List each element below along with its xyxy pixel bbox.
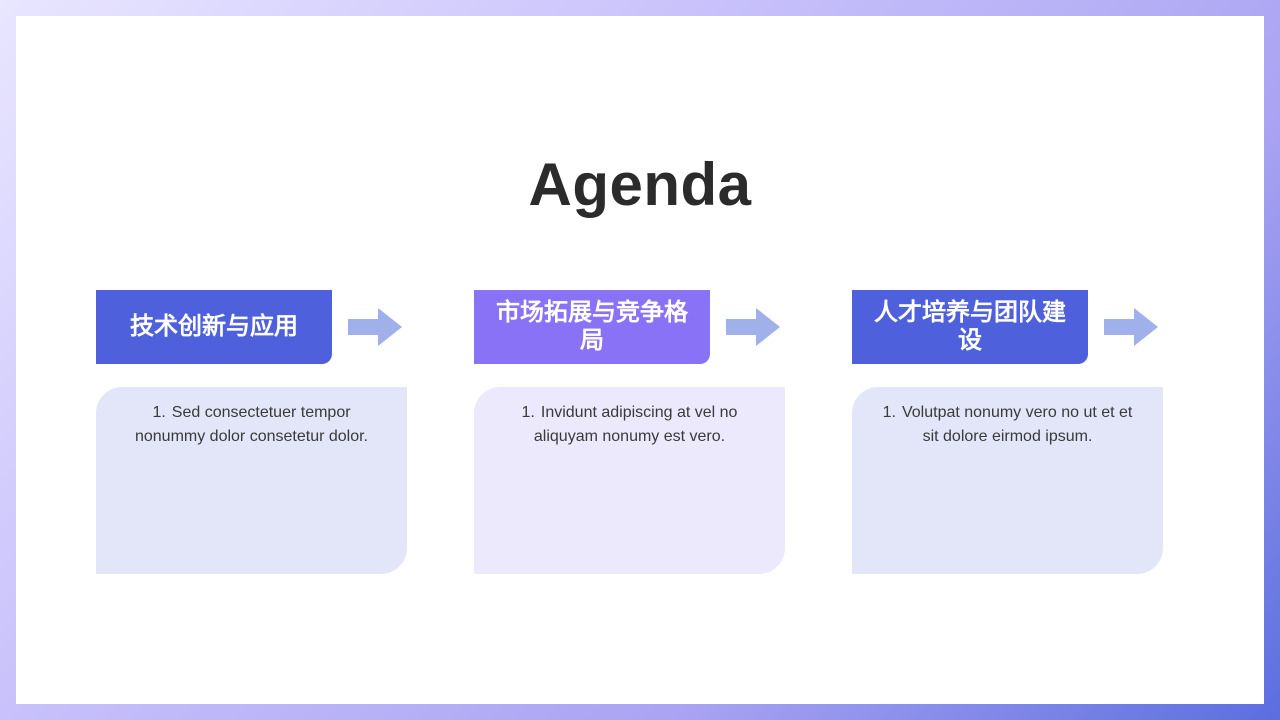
agenda-text: Sed consectetuer tempor nonummy dolor co… [134, 404, 368, 445]
agenda-heading: 市场拓展与竞争格局 [474, 290, 710, 364]
agenda-item-3: 人才培养与团队建设 1. Volutpat nonumy vero no ut e… [852, 290, 1164, 576]
agenda-item-1: 技术创新与应用 1.Sed consectetuer tempor nonumm… [96, 290, 408, 576]
agenda-text: Invidunt adipiscing at vel no aliquyam n… [533, 404, 738, 445]
agenda-text: Volutpat nonumy vero no ut et et sit dol… [901, 404, 1133, 445]
list-number: 1. [882, 404, 896, 421]
agenda-item-2: 市场拓展与竞争格局 1.Invidunt adipiscing at vel n… [474, 290, 786, 576]
agenda-card: 1.Sed consectetuer tempor nonummy dolor … [96, 387, 407, 574]
agenda-card-text: 1. Volutpat nonumy vero no ut et et sit d… [876, 401, 1139, 449]
agenda-card: 1. Volutpat nonumy vero no ut et et sit d… [852, 387, 1163, 574]
agenda-heading: 技术创新与应用 [96, 290, 332, 364]
arrow-right-icon [1104, 308, 1158, 346]
arrow-right-icon [726, 308, 780, 346]
list-number: 1. [152, 404, 166, 421]
agenda-heading: 人才培养与团队建设 [852, 290, 1088, 364]
agenda-card: 1.Invidunt adipiscing at vel no aliquyam… [474, 387, 785, 574]
agenda-card-text: 1.Sed consectetuer tempor nonummy dolor … [120, 401, 383, 449]
slide-title: Agenda [528, 151, 752, 218]
agenda-card-text: 1.Invidunt adipiscing at vel no aliquyam… [498, 401, 761, 449]
list-number: 1. [521, 404, 535, 421]
arrow-right-icon [348, 308, 402, 346]
